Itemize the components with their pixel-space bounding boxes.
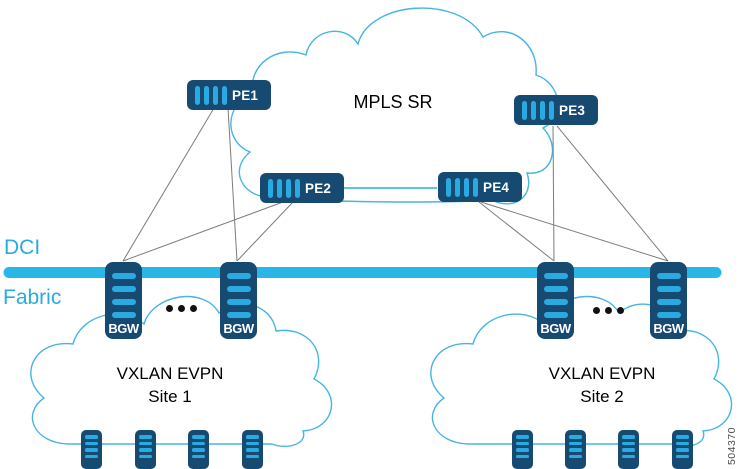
bgw-label: BGW	[108, 321, 139, 336]
pe4-router: PE4	[438, 172, 522, 202]
pe3-router: PE3	[514, 95, 598, 125]
bgw-label: BGW	[653, 321, 684, 336]
site1-cloud-label: VXLAN EVPN Site 1	[90, 362, 250, 408]
pe1-router: PE1	[187, 80, 271, 110]
switch-bars-icon	[220, 273, 257, 318]
pe2-router: PE2	[260, 173, 344, 203]
bgw-label: BGW	[540, 321, 571, 336]
leaf-switch-icon	[565, 430, 586, 469]
mpls-cloud-label: MPLS SR	[353, 92, 433, 112]
bgw-switch-site2-a: BGW	[537, 262, 574, 339]
fabric-region-label: Fabric	[3, 286, 62, 309]
leaf-switch-icon	[188, 430, 209, 469]
leaf-switch-icon	[672, 430, 693, 469]
bgw-switch-site1-a: BGW	[105, 262, 142, 339]
switch-bars-icon	[537, 273, 574, 318]
pe3-label: PE3	[559, 102, 586, 118]
pe2-label: PE2	[305, 180, 332, 196]
site2-label-line2: Site 2	[580, 387, 624, 406]
ellipsis-icon	[166, 305, 197, 312]
bgw-label: BGW	[223, 321, 254, 336]
site1-label-line1: VXLAN EVPN	[116, 364, 224, 383]
site2-label-line1: VXLAN EVPN	[548, 364, 656, 383]
router-bars-icon	[446, 177, 478, 197]
router-bars-icon	[522, 100, 554, 120]
bgw-switch-site2-b: BGW	[650, 262, 687, 339]
dci-region-label: DCI	[4, 236, 41, 259]
site1-label-line2: Site 1	[148, 387, 192, 406]
ellipsis-icon	[593, 307, 624, 314]
pe1-label: PE1	[232, 87, 259, 103]
leaf-switch-icon	[618, 430, 639, 469]
pe4-label: PE4	[483, 179, 510, 195]
figure-id-label: 504370	[726, 426, 738, 466]
leaf-switch-icon	[512, 430, 533, 469]
site2-cloud-label: VXLAN EVPN Site 2	[522, 362, 682, 408]
router-bars-icon	[195, 85, 227, 105]
leaf-switch-icon	[81, 430, 102, 469]
router-bars-icon	[268, 178, 300, 198]
leaf-switch-icon	[135, 430, 156, 469]
switch-bars-icon	[105, 273, 142, 318]
pe-bgw-links	[122, 107, 669, 262]
switch-bars-icon	[650, 273, 687, 318]
leaf-switch-icon	[242, 430, 263, 469]
bgw-switch-site1-b: BGW	[220, 262, 257, 339]
